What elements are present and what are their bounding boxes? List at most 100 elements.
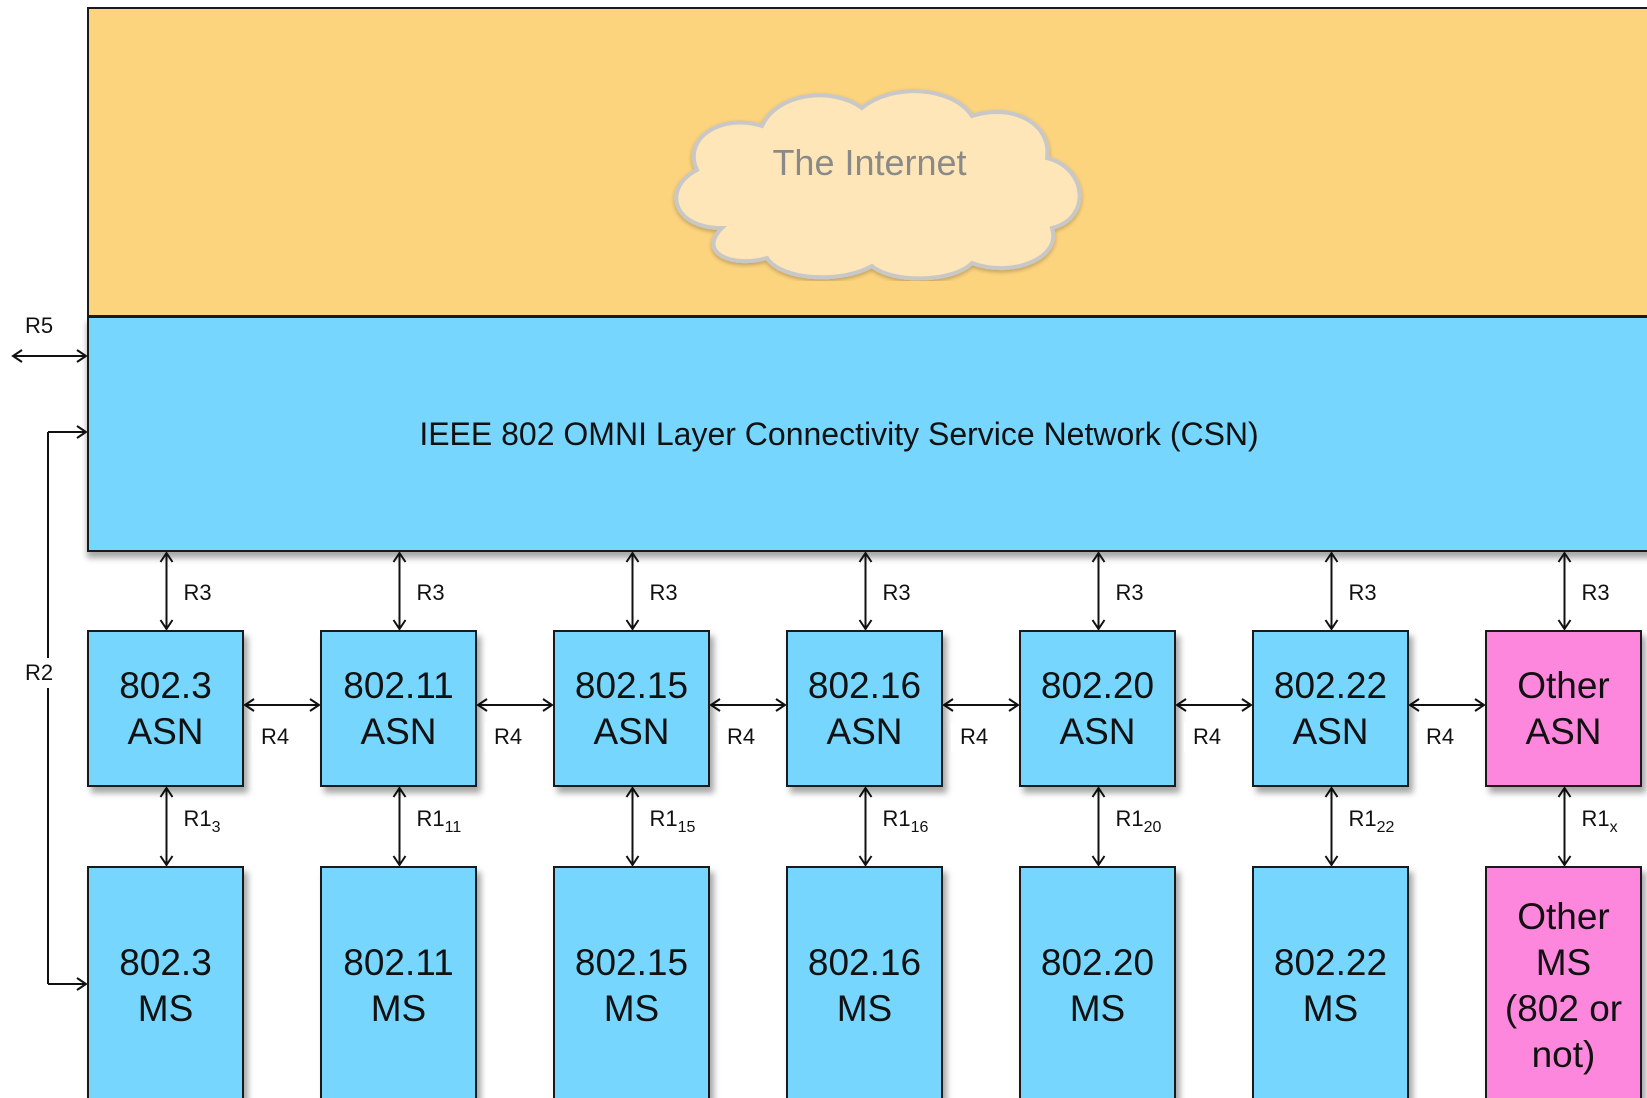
ms-box-802-3-line-1: MS bbox=[137, 988, 194, 1029]
r4-arrow-802-15-head-left bbox=[709, 698, 721, 712]
asn-box-802-15-line-0: 802.15 bbox=[574, 664, 689, 706]
r1-arrow-other-head-up bbox=[1557, 786, 1572, 798]
r1-label-other-subscript: x bbox=[1609, 819, 1618, 836]
r1-label-802-20: R120 bbox=[1106, 804, 1171, 836]
r3-arrow-802-16-head-up bbox=[858, 551, 873, 563]
r4-arrow-802-20-head-right bbox=[1241, 698, 1253, 712]
ms-box-802-16-line-1: MS bbox=[836, 988, 893, 1029]
ms-box-802-11-line-1: MS bbox=[370, 988, 427, 1029]
r4-arrow-802-3-head-right bbox=[309, 698, 321, 712]
asn-box-802-20-line-0: 802.20 bbox=[1040, 664, 1155, 706]
asn-box-802-3-line-1: ASN bbox=[127, 710, 204, 752]
r3-label-802-20: R3 bbox=[1106, 578, 1153, 608]
r4-arrow-802-11-head-left bbox=[476, 698, 488, 712]
r4-label-802-3: R4 bbox=[252, 722, 299, 752]
ms-box-802-15-line-1: MS bbox=[603, 988, 660, 1029]
asn-box-802-16-line-1: ASN bbox=[826, 710, 903, 752]
r1-arrow-802-22-head-up bbox=[1324, 786, 1339, 798]
r1-arrow-802-22-head-down bbox=[1324, 855, 1339, 867]
asn-box-802-11-line-0: 802.11 bbox=[343, 664, 454, 706]
asn-box-802-20-line-1: ASN bbox=[1059, 710, 1136, 752]
r3-label-802-22: R3 bbox=[1339, 578, 1386, 608]
ms-box-other-line-2: (802 or bbox=[1504, 988, 1623, 1029]
r3-arrow-802-22-head-up bbox=[1324, 551, 1339, 563]
r1-arrow-802-3-head-up bbox=[159, 786, 174, 798]
r1-label-802-15: R115 bbox=[640, 804, 705, 836]
asn-box-other-line-0: Other bbox=[1517, 664, 1610, 706]
r3-arrow-802-3-head-down bbox=[159, 619, 174, 631]
r2-head-bottom bbox=[76, 977, 88, 991]
r1-label-802-20-subscript: 20 bbox=[1143, 819, 1162, 836]
asn-box-802-16-line-0: 802.16 bbox=[807, 664, 922, 706]
r2-head-top bbox=[76, 425, 88, 439]
ms-box-802-16-line-0: 802.16 bbox=[807, 942, 922, 983]
r1-arrow-802-20-head-down bbox=[1091, 855, 1106, 867]
asn-box-802-3-line-0: 802.3 bbox=[119, 664, 212, 706]
ms-box-802-20-line-0: 802.20 bbox=[1040, 942, 1155, 983]
csn-layer: IEEE 802 OMNI Layer Connectivity Service… bbox=[87, 316, 1647, 552]
r5-arrow-head-left bbox=[11, 349, 23, 363]
ms-box-802-20-line-1: MS bbox=[1069, 988, 1126, 1029]
r4-label-802-22: R4 bbox=[1417, 722, 1464, 752]
r3-arrow-other-head-up bbox=[1557, 551, 1572, 563]
r4-label-802-20: R4 bbox=[1184, 722, 1231, 752]
asn-box-802-22-line-1: ASN bbox=[1292, 710, 1369, 752]
r1-label-802-16-subscript: 16 bbox=[910, 819, 929, 836]
r1-arrow-802-15-head-down bbox=[625, 855, 640, 867]
r3-label-802-3: R3 bbox=[174, 578, 221, 608]
r3-label-802-15: R3 bbox=[640, 578, 687, 608]
r3-label-802-11: R3 bbox=[407, 578, 454, 608]
r4-arrow-802-16-head-left bbox=[942, 698, 954, 712]
r1-arrow-802-11-head-up bbox=[392, 786, 407, 798]
ms-box-802-3-line-0: 802.3 bbox=[119, 942, 212, 983]
r3-label-802-16: R3 bbox=[873, 578, 920, 608]
r4-label-802-16: R4 bbox=[951, 722, 998, 752]
r4-arrow-802-16-head-right bbox=[1008, 698, 1020, 712]
r3-arrow-802-15-head-up bbox=[625, 551, 640, 563]
r4-label-802-15: R4 bbox=[718, 722, 765, 752]
r4-arrow-802-20-head-left bbox=[1175, 698, 1187, 712]
r2-label: R2 bbox=[16, 658, 63, 688]
r1-label-802-3-subscript: 3 bbox=[211, 819, 221, 836]
internet-label: The Internet bbox=[772, 142, 967, 183]
asn-box-802-15-line-1: ASN bbox=[593, 710, 670, 752]
r1-arrow-802-3-head-down bbox=[159, 855, 174, 867]
r1-label-other: R1x bbox=[1572, 804, 1627, 836]
r3-arrow-802-15-head-down bbox=[625, 619, 640, 631]
r5-arrow-head-right bbox=[76, 349, 88, 363]
ms-box-other-line-3: not) bbox=[1531, 1034, 1596, 1075]
r1-arrow-802-15-head-up bbox=[625, 786, 640, 798]
ms-box-802-22-line-1: MS bbox=[1302, 988, 1359, 1029]
r1-label-802-11: R111 bbox=[407, 804, 471, 836]
r1-label-802-3: R13 bbox=[174, 804, 230, 836]
ms-box-802-11-line-0: 802.11 bbox=[343, 942, 454, 983]
r1-arrow-802-20-head-up bbox=[1091, 786, 1106, 798]
asn-box-other-line-1: ASN bbox=[1525, 710, 1602, 752]
r4-arrow-802-11-head-right bbox=[542, 698, 554, 712]
ms-box-other-line-0: Other bbox=[1517, 896, 1610, 937]
r3-arrow-802-22-head-down bbox=[1324, 619, 1339, 631]
r3-arrow-802-3-head-up bbox=[159, 551, 174, 563]
asn-box-802-22-line-0: 802.22 bbox=[1273, 664, 1388, 706]
r1-label-802-22-subscript: 22 bbox=[1376, 819, 1395, 836]
r4-arrow-802-22-head-left bbox=[1408, 698, 1420, 712]
r3-arrow-802-20-head-up bbox=[1091, 551, 1106, 563]
r1-label-802-22: R122 bbox=[1339, 804, 1404, 836]
ms-box-other-line-1: MS bbox=[1535, 942, 1592, 983]
r3-arrow-802-20-head-down bbox=[1091, 619, 1106, 631]
